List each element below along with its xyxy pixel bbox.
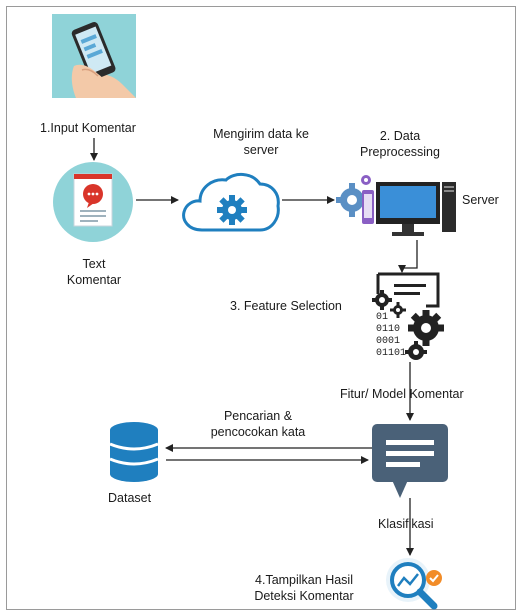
step-input-label: 1.Input Komentar bbox=[40, 121, 136, 135]
result-line2: Deteksi Komentar bbox=[254, 589, 354, 603]
send-data-line1: Mengirim data ke bbox=[213, 127, 309, 141]
preprocessing-line2: Preprocessing bbox=[360, 145, 440, 159]
binary-line-4: 01101 bbox=[376, 348, 407, 359]
feature-selection-label: 3. Feature Selection bbox=[230, 299, 342, 313]
preprocessing-label: 2. Data Preprocessing bbox=[350, 128, 450, 160]
search-match-line1: Pencarian & bbox=[223, 409, 293, 423]
text-comment-line2: Komentar bbox=[66, 273, 122, 287]
diagram-frame bbox=[6, 6, 516, 610]
binary-code-text: 01 0110 0001 01101 bbox=[376, 312, 406, 360]
send-data-label: Mengirim data ke server bbox=[196, 126, 326, 158]
send-data-line2: server bbox=[243, 143, 279, 157]
search-match-line2: pencocokan kata bbox=[210, 425, 306, 439]
server-label: Server bbox=[462, 193, 499, 207]
dataset-label: Dataset bbox=[108, 491, 152, 505]
result-label: 4.Tampilkan Hasil Deteksi Komentar bbox=[236, 572, 372, 604]
feature-selection-icon bbox=[368, 272, 450, 364]
text-comment-label: Text Komentar bbox=[60, 256, 128, 288]
preprocessing-line1: 2. Data bbox=[379, 129, 421, 143]
classification-label: Klasifikasi bbox=[378, 517, 434, 531]
arrow-server-to-feature bbox=[402, 240, 418, 269]
binary-line-1: 01 bbox=[376, 312, 389, 323]
detection-result-icon bbox=[382, 556, 448, 610]
phone-hand-icon bbox=[52, 14, 136, 98]
dataset-database-icon bbox=[108, 422, 160, 482]
search-match-label: Pencarian & pencocokan kata bbox=[190, 408, 326, 440]
binary-line-2: 0110 bbox=[376, 324, 401, 335]
model-chat-icon bbox=[372, 424, 448, 498]
cloud-gear-icon bbox=[180, 170, 282, 238]
model-label: Fitur/ Model Komentar bbox=[340, 387, 464, 401]
result-line1: 4.Tampilkan Hasil bbox=[255, 573, 353, 587]
binary-line-3: 0001 bbox=[376, 336, 401, 347]
text-comment-line1: Text bbox=[82, 257, 106, 271]
server-computer-icon bbox=[336, 170, 456, 242]
text-comment-icon bbox=[53, 162, 133, 242]
